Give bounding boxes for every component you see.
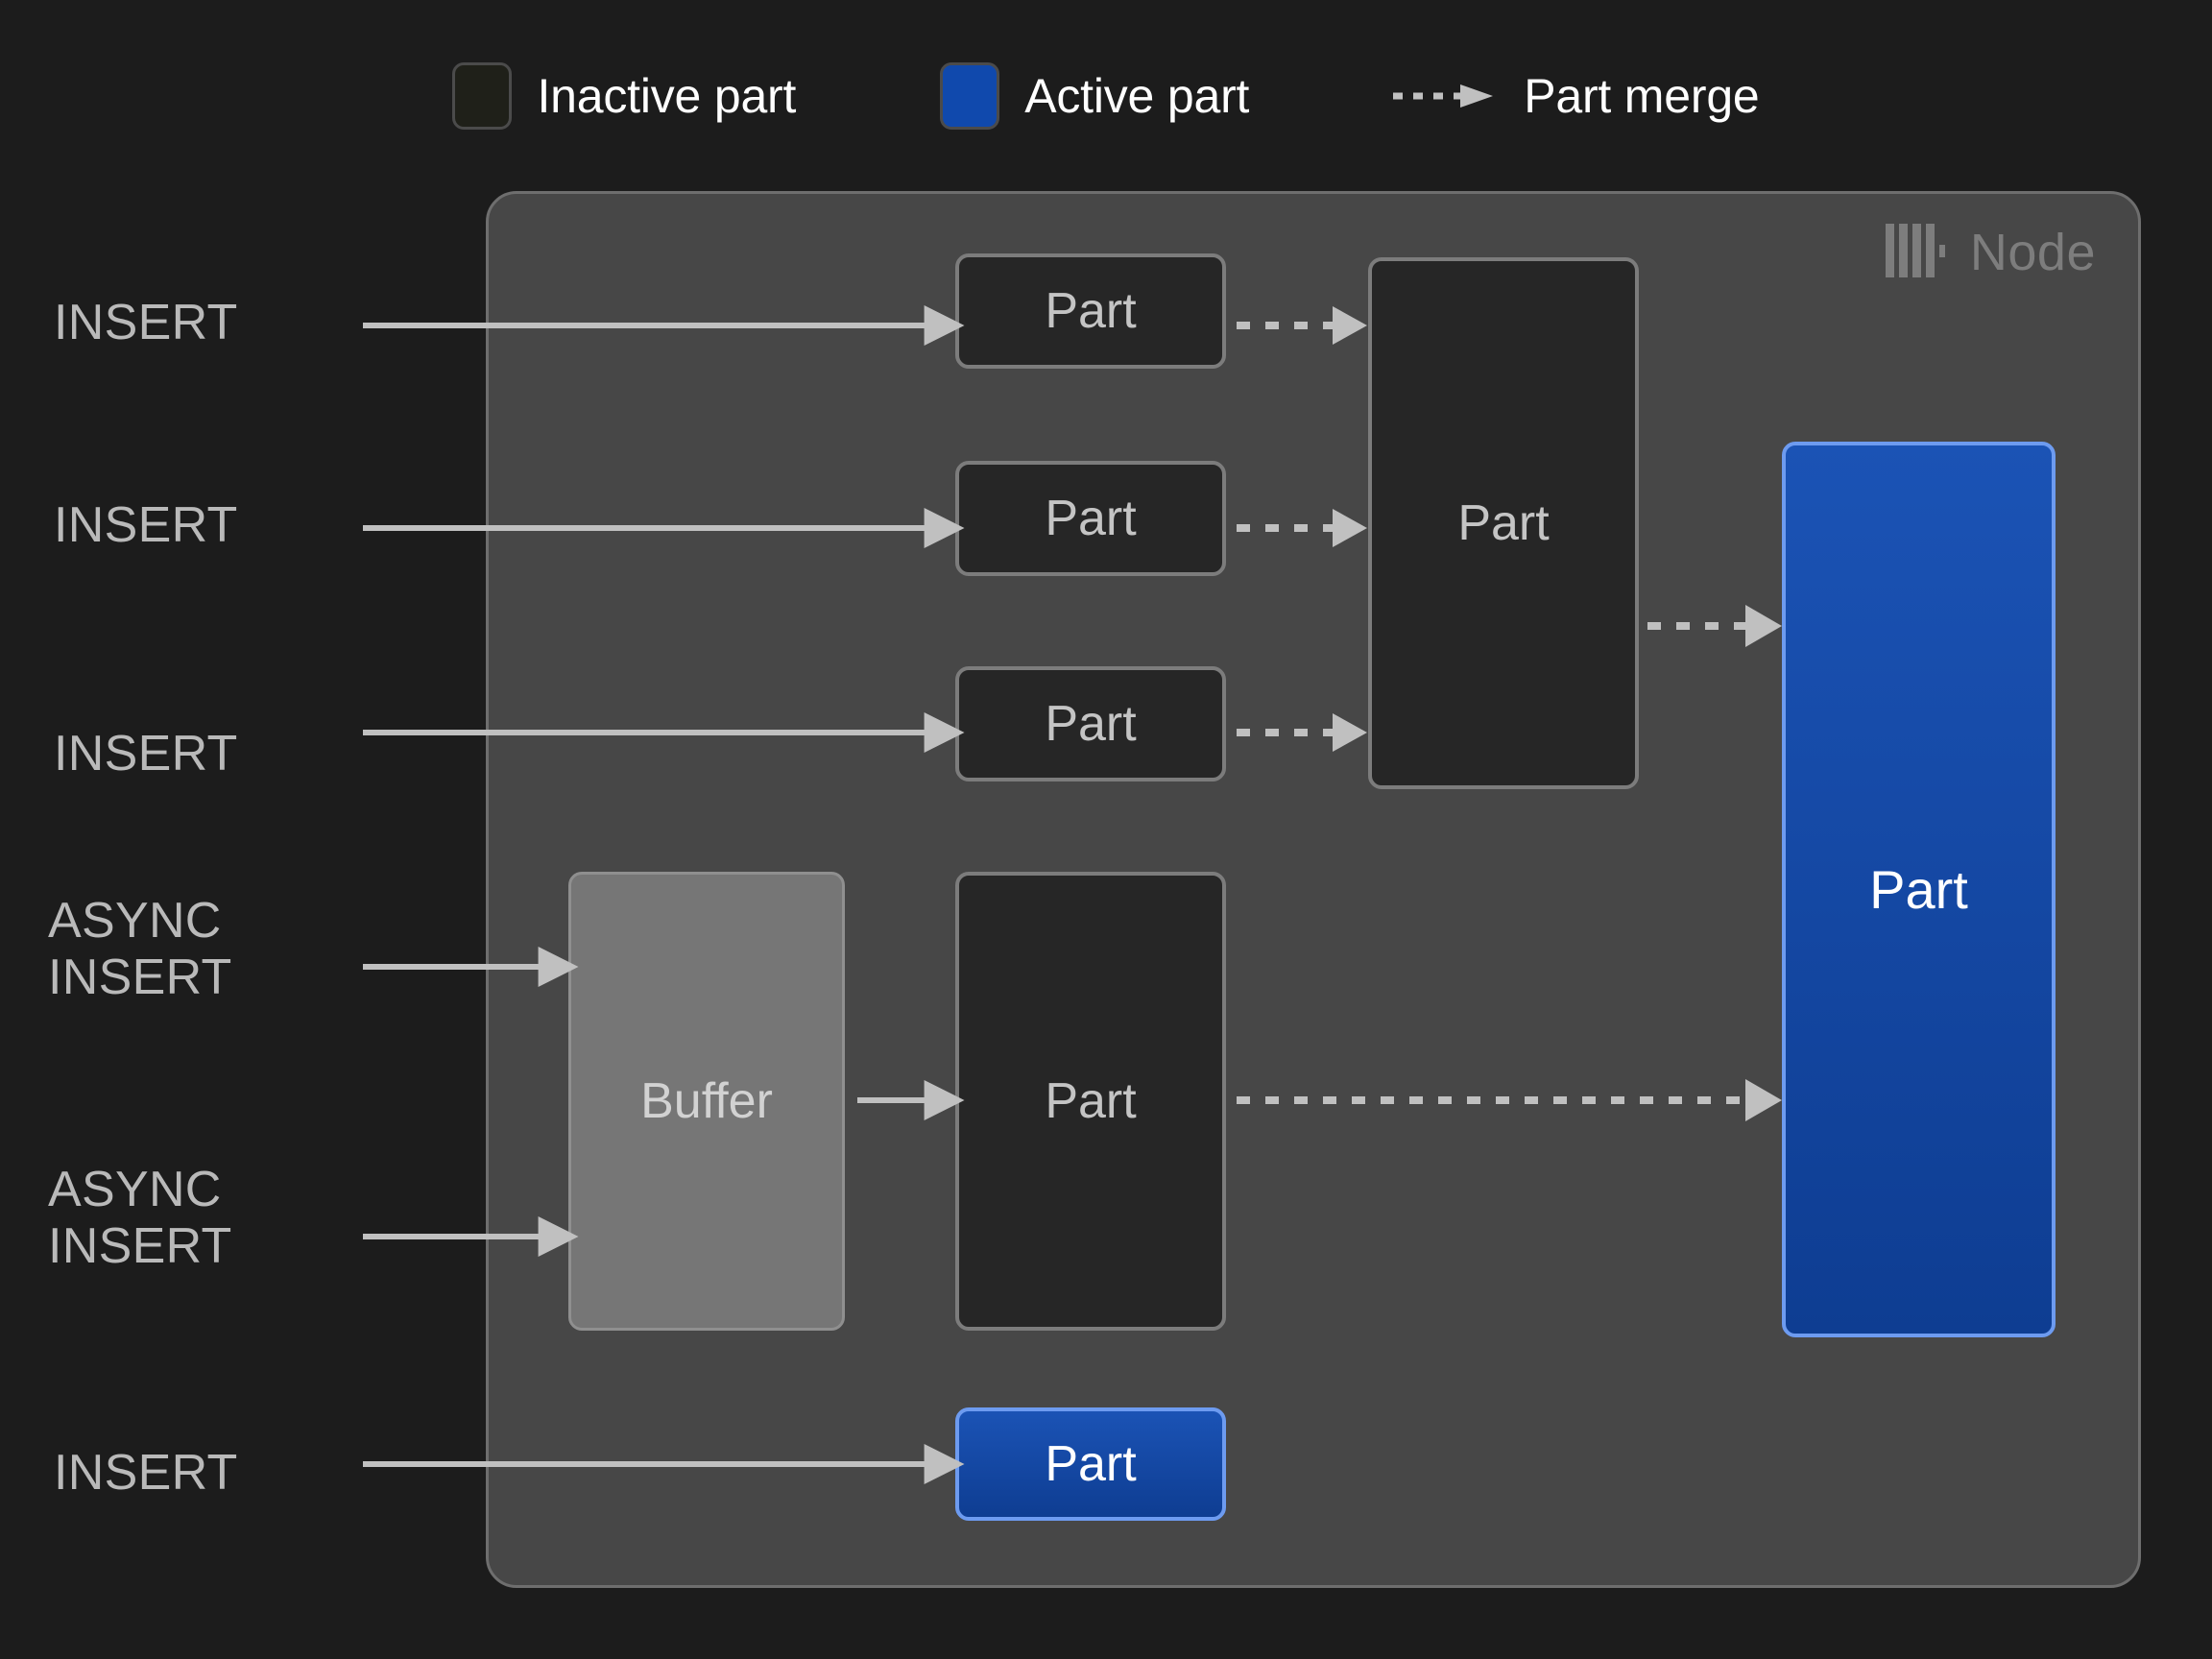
operation-label-async-insert-2: ASYNC INSERT [48, 1162, 232, 1274]
legend-label-part-merge: Part merge [1524, 69, 1760, 123]
legend: Inactive part Active part Part merge [0, 58, 2212, 134]
legend-spacer-2 [1249, 96, 1393, 97]
operation-label-insert-1: INSERT [54, 295, 238, 350]
clickhouse-logo-icon [1885, 223, 1945, 282]
operation-label-insert-2: INSERT [54, 497, 238, 553]
operation-label-async-insert-1: ASYNC INSERT [48, 893, 232, 1005]
part-box-final[interactable]: Part [1782, 442, 2056, 1337]
part-box-buffer-flush[interactable]: Part [955, 872, 1226, 1331]
operation-label-insert-4: INSERT [54, 1445, 238, 1501]
part-box-top-2[interactable]: Part [955, 461, 1226, 576]
active-part-swatch-icon [940, 62, 1000, 130]
node-label: Node [1885, 223, 2096, 282]
legend-item-part-merge: Part merge [1393, 68, 1760, 124]
buffer-box[interactable]: Buffer [568, 872, 845, 1331]
node-label-text: Node [1969, 224, 2096, 281]
part-box-merged[interactable]: Part [1368, 257, 1639, 789]
part-box-top-1[interactable]: Part [955, 253, 1226, 369]
part-box-direct-insert[interactable]: Part [955, 1407, 1226, 1521]
operation-label-insert-3: INSERT [54, 726, 238, 781]
part-box-top-3[interactable]: Part [955, 666, 1226, 781]
legend-label-active-part: Active part [1024, 69, 1250, 123]
legend-spacer-1 [796, 96, 940, 97]
legend-item-active-part: Active part [940, 62, 1249, 130]
inactive-part-swatch-icon [452, 62, 513, 130]
dashed-arrow-icon [1393, 84, 1499, 108]
legend-item-inactive-part: Inactive part [452, 62, 796, 130]
legend-label-inactive-part: Inactive part [537, 69, 797, 123]
